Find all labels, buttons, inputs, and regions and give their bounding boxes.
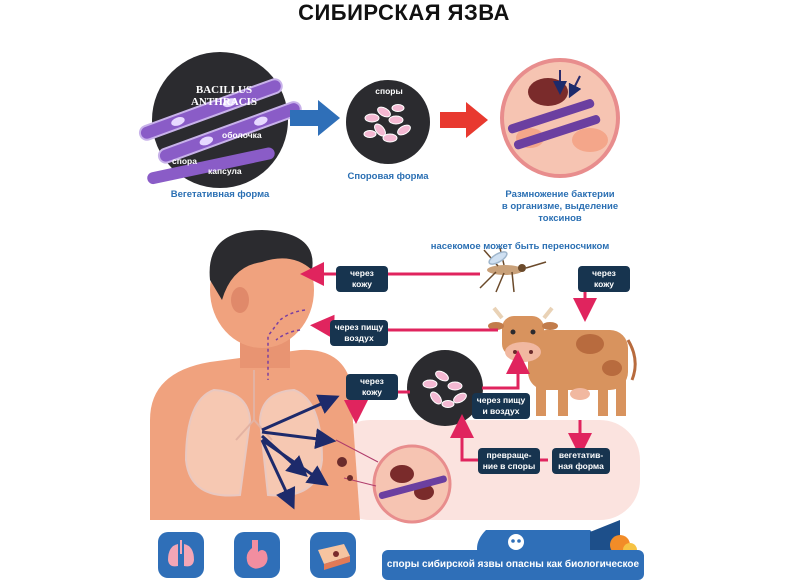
stomach-icon: [234, 532, 280, 578]
cow-illustration: [488, 306, 637, 416]
tag-via-skin-mid: через кожу: [346, 374, 398, 400]
skin-icon: [310, 532, 356, 578]
spores-circle: [346, 80, 430, 164]
insect-note: насекомое может быть переносчиком: [430, 241, 610, 252]
lungs-icon: [158, 532, 204, 578]
capsule-label: капсула: [208, 166, 242, 176]
dispersal-arrows: [260, 394, 340, 510]
spore-form-caption: Споровая форма: [347, 171, 429, 182]
reproduction-caption-line3: токсинов: [538, 213, 582, 224]
bioweapon-banner: споры сибирской язвы опасны как биологич…: [382, 550, 644, 580]
tag-to-spores-line2: ние в споры: [482, 461, 536, 471]
tag-via-food-air-line1: через пищу: [334, 322, 384, 332]
tag-vegetative: вегетатив- ная форма: [552, 448, 610, 474]
central-spores-circle: [407, 350, 483, 426]
tag-via-food-air-2-line1: через пищу: [476, 395, 526, 405]
bacillus-label-line1: BACILLUS: [195, 84, 253, 96]
tag-via-skin-top: через кожу: [336, 266, 388, 292]
page-title: СИБИРСКАЯ ЯЗВА: [298, 0, 510, 25]
tag-vegetative-line1: вегетатив-: [558, 450, 604, 460]
bacillus-label-line2: ANTHRACIS: [190, 96, 257, 108]
blue-arrow: [290, 100, 340, 136]
shell-label: оболочка: [222, 130, 262, 140]
vegetative-form-caption: Вегетативная форма: [170, 189, 270, 200]
reproduction-caption-line1: Размножение бактерии: [505, 189, 615, 200]
reproduction-caption: Размножение бактерии в организме, выделе…: [490, 189, 630, 225]
tag-via-food-air: через пищу воздух: [330, 320, 388, 346]
reproduction-caption-line2: в организме, выделение: [501, 201, 619, 212]
tag-via-skin-right: через кожу: [578, 266, 630, 292]
tag-via-food-air-2: через пищу и воздух: [472, 393, 530, 419]
bacillus-label: BACILLUS ANTHRACIS: [184, 84, 264, 108]
tag-via-food-air-2-line2: и воздух: [482, 406, 520, 416]
bacillus-circle: [138, 52, 302, 188]
tag-vegetative-line2: ная форма: [558, 461, 604, 471]
tag-via-food-air-line2: воздух: [344, 333, 374, 343]
skin-lesion-circle: [335, 439, 452, 524]
red-arrow: [440, 102, 488, 138]
tag-to-spores-line1: превраще-: [486, 450, 532, 460]
mosquito-illustration: [479, 247, 547, 293]
spore-label: спора: [172, 156, 197, 166]
spores-label: споры: [375, 86, 403, 96]
reproduction-circle: [500, 58, 620, 178]
tag-to-spores: превраще- ние в споры: [478, 448, 540, 474]
